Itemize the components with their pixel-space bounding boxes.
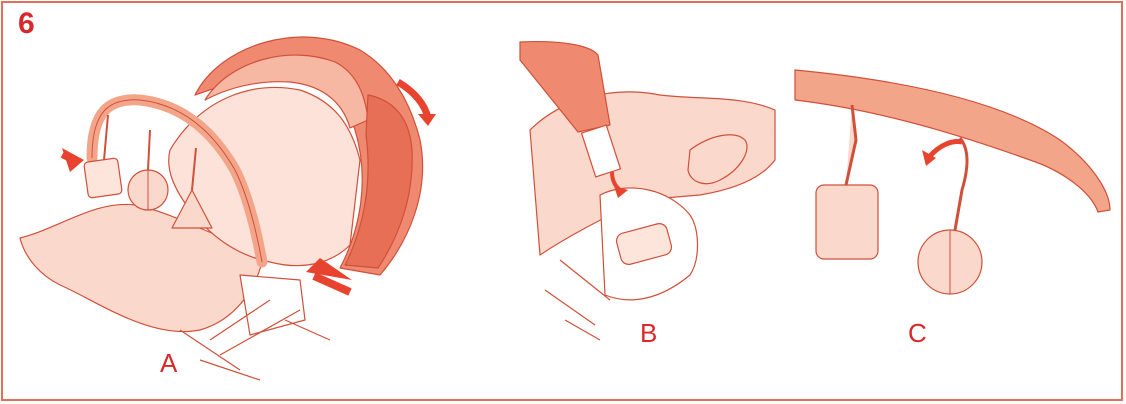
toy-cube [84, 158, 123, 198]
toy-cube-detail [816, 185, 878, 259]
panel-label-c: C [908, 318, 927, 348]
panel-a-illustration [20, 37, 436, 380]
panel-label-b: B [640, 318, 657, 348]
panel-c-illustration [795, 70, 1110, 294]
arrow-clip [930, 142, 962, 156]
panel-label-a: A [160, 348, 177, 378]
panel-b-illustration [520, 42, 775, 340]
